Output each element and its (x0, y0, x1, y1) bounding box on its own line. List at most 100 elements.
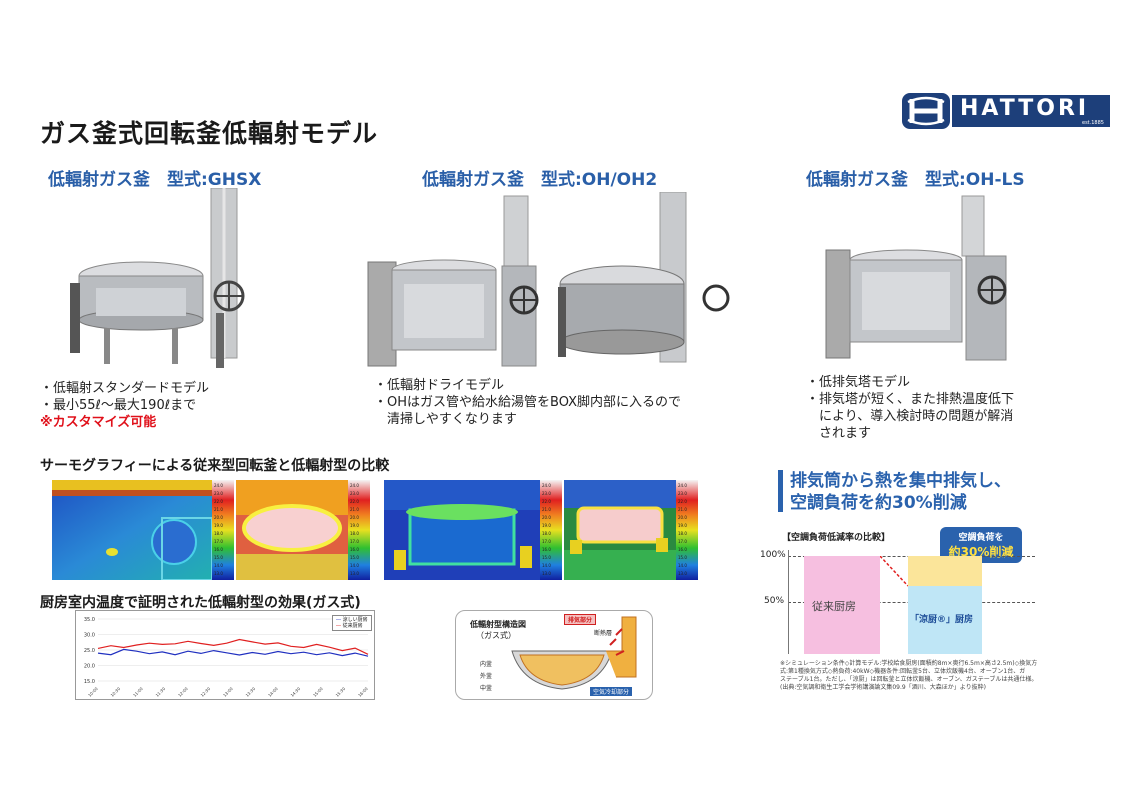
thermo-scale-tick: 22.0 (350, 499, 359, 504)
layer-label: 内釜 (480, 661, 493, 668)
model-ghsx: 低輻射ガス釜 型式:GHSX (48, 170, 262, 190)
temp-x-tick: 14:30 (290, 686, 302, 698)
ad-note-line: 式:第1種換気方式◇熱負荷:40kW◇機器条件:回転釜5台、立体炊飯機4台、オー… (780, 668, 1026, 675)
thermo-scale-tick: 14.0 (350, 563, 359, 568)
thermo-scale-tick: 14.0 (542, 563, 551, 568)
thermo-scale-tick: 19.0 (542, 523, 551, 528)
thermo-scale-tick: 13.0 (678, 571, 687, 576)
thermo-scale-tick: 24.0 (214, 483, 223, 488)
thermo-scale-tick: 18.0 (214, 531, 223, 536)
thermo-section-title: サーモグラフィーによる従来型回転釜と低輻射型の比較 (40, 458, 390, 474)
diagram-subtitle: （ガス式） (476, 631, 516, 640)
ad-accent-bar (778, 470, 783, 512)
thermo-scale-tick: 15.0 (214, 555, 223, 560)
bullet: ・OHはガス管や給水給湯管をBOX脚内部に入るので (374, 395, 682, 410)
ad-callout-line: 約30%削減 (948, 545, 1014, 559)
thermo-scale-tick: 24.0 (542, 483, 551, 488)
bullet: ・低排気塔モデル (806, 375, 911, 390)
bullet: により、導入検討時の問題が解消 (806, 409, 1014, 424)
temp-x-tick: 15:30 (335, 686, 347, 698)
legend-item: 従来厨房 (342, 623, 363, 629)
thermo-scale-tick: 24.0 (678, 483, 687, 488)
bullet: されます (806, 426, 872, 441)
bar-reduced-part (908, 556, 982, 586)
temp-x-tick: 11:00 (132, 686, 144, 698)
temp-chart-legend: ― 涼しい厨房 ― 従来厨房 (332, 615, 372, 631)
temp-y-tick: 20.0 (84, 664, 95, 670)
hattori-logo: HATTORI est.1885 (902, 93, 1110, 129)
temp-x-tick: 10:00 (87, 686, 99, 698)
thermo-scale-tick: 21.0 (214, 507, 223, 512)
thermo-scale-tick: 24.0 (350, 483, 359, 488)
temp-x-tick: 15:00 (312, 686, 324, 698)
temp-x-tick: 16:00 (357, 686, 369, 698)
thermo-scale-tick: 17.0 (350, 539, 359, 544)
product-photo-ghsx (66, 187, 246, 374)
ad-headline-line: 排気筒から熱を集中排気し、 (790, 471, 1011, 491)
bullet: ・低輻射ドライモデル (374, 378, 505, 393)
thermo-image-lowrad-2 (564, 480, 676, 580)
bullets-ghsx: ・低輻射スタンダードモデル ・最小55ℓ～最大190ℓまで ※カスタマイズ可能 (40, 380, 209, 431)
ad-y-100: 100% (760, 550, 786, 560)
temp-x-tick: 11:30 (155, 686, 167, 698)
dashed-connector (880, 556, 908, 587)
temp-series-line (97, 638, 369, 655)
thermo-scale-tick: 14.0 (678, 563, 687, 568)
exhaust-label: 排気部分 (564, 614, 597, 625)
layer-label: 外釜 (480, 673, 493, 680)
thermo-scale-tick: 23.0 (542, 491, 551, 496)
logo-sub: est.1885 (1082, 120, 1104, 126)
bullets-oh: ・低輻射ドライモデル ・OHはガス管や給水給湯管をBOX脚内部に入るので 清掃し… (374, 377, 681, 428)
thermo-scale-tick: 13.0 (350, 571, 359, 576)
thermo-scale-tick: 23.0 (678, 491, 687, 496)
bar-conventional-label: 従来厨房 (812, 600, 856, 613)
temp-x-tick: 13:30 (245, 686, 257, 698)
temp-y-tick: 15.0 (84, 679, 95, 685)
thermo-scale-tick: 22.0 (214, 499, 223, 504)
thermo-scale-tick: 16.0 (214, 547, 223, 552)
thermo-scale-tick: 19.0 (678, 523, 687, 528)
thermo-scale-tick: 20.0 (350, 515, 359, 520)
thermo-scale-tick: 18.0 (678, 531, 687, 536)
thermo-scale-tick: 23.0 (214, 491, 223, 496)
thermo-scale-tick: 21.0 (678, 507, 687, 512)
temp-y-tick: 25.0 (84, 648, 95, 654)
layer-label: 中釜 (480, 685, 493, 692)
ad-note-line: ステーブル1台。ただし、「涼厨」は回転釜と立体炊飯機、オーブン、ガステーブルは共… (780, 676, 1038, 683)
temp-x-tick: 13:00 (222, 686, 234, 698)
thermo-scale-tick: 18.0 (542, 531, 551, 536)
temp-section-title: 厨房室内温度で証明された低輻射型の効果(ガス式) (40, 595, 361, 611)
thermo-scale-tick: 15.0 (678, 555, 687, 560)
thermo-scale-tick: 23.0 (350, 491, 359, 496)
temp-series-line (97, 648, 369, 657)
product-photo-ohls (822, 190, 1012, 364)
model-oh: 低輻射ガス釜 型式:OH/OH2 (422, 170, 658, 190)
ad-y-axis (788, 550, 789, 654)
ad-notes: ※シミュレーション条件◇計算モデル:学校給食厨房(面積約8m×奥行6.5m×高さ… (780, 660, 1042, 692)
ad-headline: 排気筒から熱を集中排気し、 空調負荷を約30%削減 (790, 470, 1011, 514)
thermo-scale-tick: 19.0 (350, 523, 359, 528)
temp-chart-svg: 35.0 30.0 25.0 20.0 15.010:00 10:30 11:00 11:30… (84, 617, 369, 698)
temp-x-tick: 10:30 (110, 686, 122, 698)
thermo-scale-tick: 20.0 (678, 515, 687, 520)
ad-note-line: ※シミュレーション条件◇計算モデル:学校給食厨房(面積約8m×奥行6.5m×高さ… (780, 660, 1038, 667)
insulation-label: 断熱層 (594, 630, 613, 637)
temp-y-tick: 30.0 (84, 633, 95, 639)
temp-x-tick: 12:00 (177, 686, 189, 698)
thermo-scale-tick: 16.0 (542, 547, 551, 552)
temp-y-tick: 35.0 (84, 617, 95, 623)
thermo-scale-tick: 17.0 (542, 539, 551, 544)
thermo-scale-tick: 20.0 (214, 515, 223, 520)
logo-mark-icon (902, 93, 1110, 129)
model-ohls: 低輻射ガス釜 型式:OH-LS (806, 170, 1025, 190)
ad-chart-title: 【空調負荷低減率の比較】 (782, 533, 891, 543)
thermo-scale-tick: 18.0 (350, 531, 359, 536)
bullet-highlight: ※カスタマイズ可能 (40, 415, 157, 430)
ad-headline-line: 空調負荷を約30%削減 (790, 493, 967, 513)
logo-text: HATTORI (960, 96, 1090, 121)
temp-x-tick: 12:30 (200, 686, 212, 698)
